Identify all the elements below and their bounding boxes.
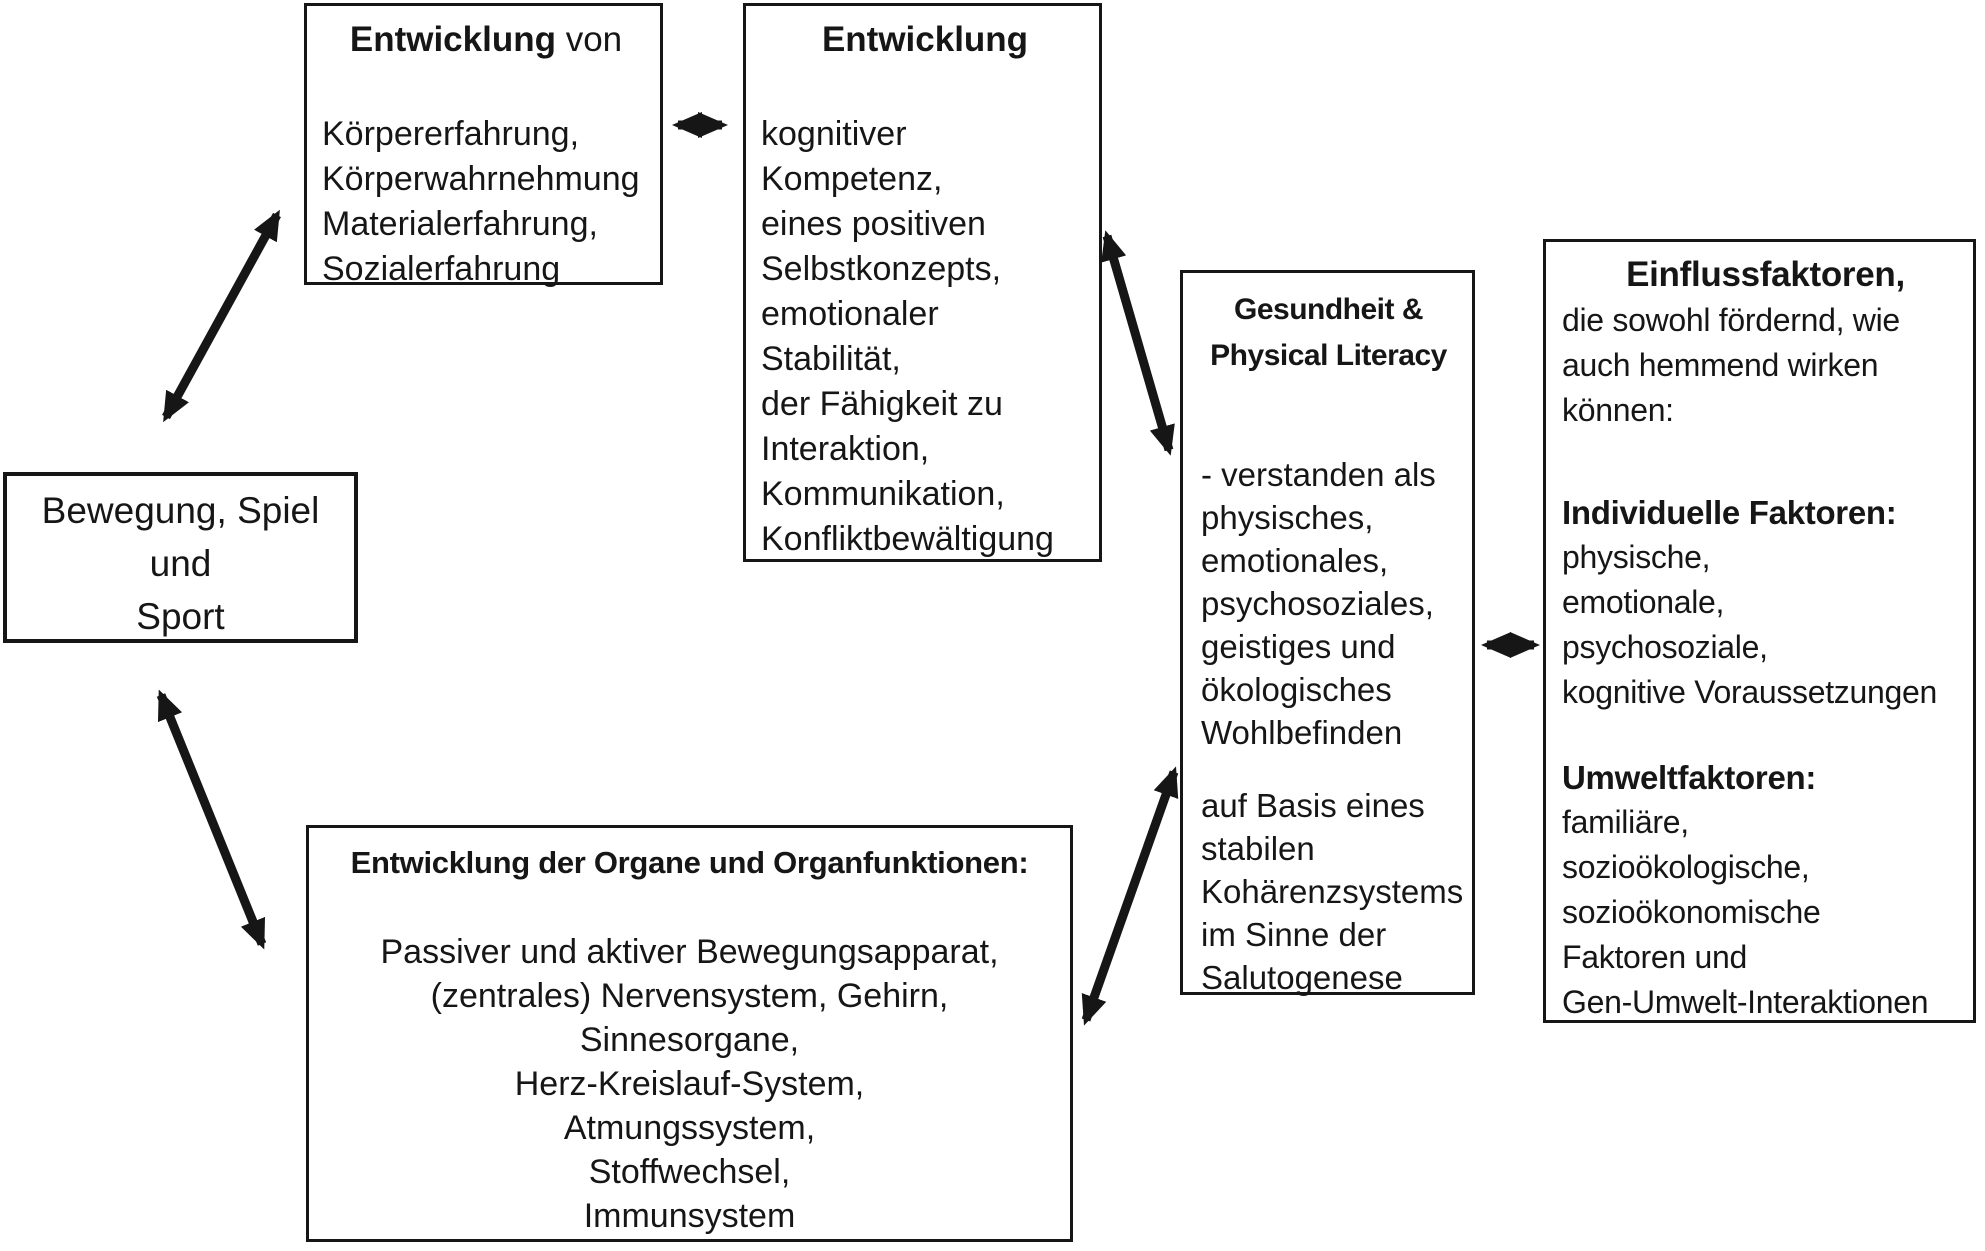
box-title-rest: von <box>555 20 623 59</box>
text-line: emotionales, <box>1201 542 1389 579</box>
text-line: Konfliktbewältigung <box>761 520 1054 558</box>
text-line: im Sinne der <box>1201 916 1387 953</box>
box-title: Entwicklung der Organe und Organfunktion… <box>350 845 1029 880</box>
text-line: - verstanden als <box>1201 456 1436 493</box>
text-line: Sinnesorgane, <box>579 1021 800 1059</box>
text-line: Faktoren und <box>1562 939 1747 975</box>
text-line: Selbstkonzepts, <box>761 250 1002 288</box>
text-line: Interaktion, <box>761 430 930 468</box>
text-line: Gen-Umwelt-Interaktionen <box>1562 984 1929 1020</box>
box-body: Passiver und aktiver Bewegungsapparat, (z… <box>317 930 1062 1238</box>
text-line: Kommunikation, <box>761 475 1005 513</box>
text-line: familiäre, <box>1562 804 1689 840</box>
subtitle-individuelle-faktoren: Individuelle Faktoren: <box>1562 494 1897 531</box>
text-line: Bewegung, Spiel <box>41 490 320 531</box>
arrow-entwicklung-gesundheit <box>1101 230 1175 456</box>
text-line: stabilen <box>1201 830 1315 867</box>
text-line: sozioökonomische <box>1562 894 1821 930</box>
text-line: kognitive Voraussetzungen <box>1562 674 1937 710</box>
text-line: geistiges und <box>1201 628 1396 665</box>
box-gesundheit-physical-literacy: Gesundheit & Physical Literacy - verstand… <box>1180 270 1475 996</box>
box-title: Entwicklung von <box>322 18 650 62</box>
text-line: physisches, <box>1201 499 1374 536</box>
text-line: psychosoziales, <box>1201 585 1434 622</box>
text-line: eines positiven <box>761 205 986 243</box>
text-line: Sozialerfahrung <box>322 250 561 288</box>
box-intro: die sowohl fördernd, wie auch hemmend wir… <box>1562 298 1969 433</box>
arrow-organe-gesundheit <box>1081 766 1179 1026</box>
text-line: Gesundheit & <box>1233 293 1424 326</box>
text-line: die sowohl fördernd, wie <box>1562 302 1900 338</box>
text-line: Kompetenz, <box>761 160 943 198</box>
text-line: und <box>149 543 212 584</box>
text-line: Stoffwechsel, <box>588 1153 791 1191</box>
text-line: psychosoziale, <box>1562 629 1768 665</box>
text-line: ökologisches <box>1201 671 1392 708</box>
text-line: Immunsystem <box>583 1197 796 1235</box>
text-line: Wohlbefinden <box>1201 714 1403 751</box>
box-entwicklung-von: Entwicklung von Körpererfahrung, Körperwa… <box>304 3 663 288</box>
text-line: Kohärenzsystems <box>1201 873 1464 910</box>
text-line: Sport <box>136 596 225 637</box>
arrow-bewegung-organe <box>156 689 267 950</box>
box-paragraph-1: - verstanden als physisches, emotionales, p… <box>1201 453 1466 754</box>
box-einflussfaktoren: Einflussfaktoren, die sowohl fördernd, w… <box>1543 239 1976 1023</box>
box-title: Gesundheit & Physical Literacy <box>1191 287 1466 379</box>
arrow-bewegung-entwicklung-von <box>162 209 281 423</box>
text-line: kognitiver <box>761 115 907 153</box>
text-line: Atmungssystem, <box>563 1109 816 1147</box>
text-line: Körperwahrnehmung <box>322 160 640 198</box>
box-title: Entwicklung <box>821 20 1029 59</box>
text-line: auf Basis eines <box>1201 787 1425 824</box>
umweltfaktoren-list: familiäre, sozioökologische, sozioökonomis… <box>1562 800 1969 1025</box>
subtitle-umweltfaktoren: Umweltfaktoren: <box>1562 759 1817 796</box>
text-line: der Fähigkeit zu <box>761 385 1003 423</box>
text-line: Materialerfahrung, <box>322 205 598 243</box>
text-line: Herz-Kreislauf-System, <box>514 1065 865 1103</box>
text-line: auch hemmend wirken <box>1562 347 1879 383</box>
text-line: Salutogenese <box>1201 959 1403 996</box>
box-organe-organfunktionen: Entwicklung der Organe und Organfunktion… <box>306 825 1073 1242</box>
text-line: Passiver und aktiver Bewegungsapparat, <box>380 933 999 971</box>
individuelle-faktoren-list: physische, emotionale, psychosoziale, kogni… <box>1562 535 1969 715</box>
box-title: Einflussfaktoren, <box>1626 255 1905 294</box>
text-line: emotionaler <box>761 295 939 333</box>
text-line: Stabilität, <box>761 340 901 378</box>
text-line: (zentrales) Nervensystem, Gehirn, <box>430 977 949 1015</box>
text-line: Physical Literacy <box>1210 339 1447 372</box>
text-line: emotionale, <box>1562 584 1725 620</box>
text-line: physische, <box>1562 539 1711 575</box>
box-title-bold: Entwicklung <box>349 20 556 59</box>
text-line: sozioökologische, <box>1562 849 1810 885</box>
text-line: können: <box>1562 392 1674 428</box>
text-line: Körpererfahrung, <box>322 115 580 153</box>
